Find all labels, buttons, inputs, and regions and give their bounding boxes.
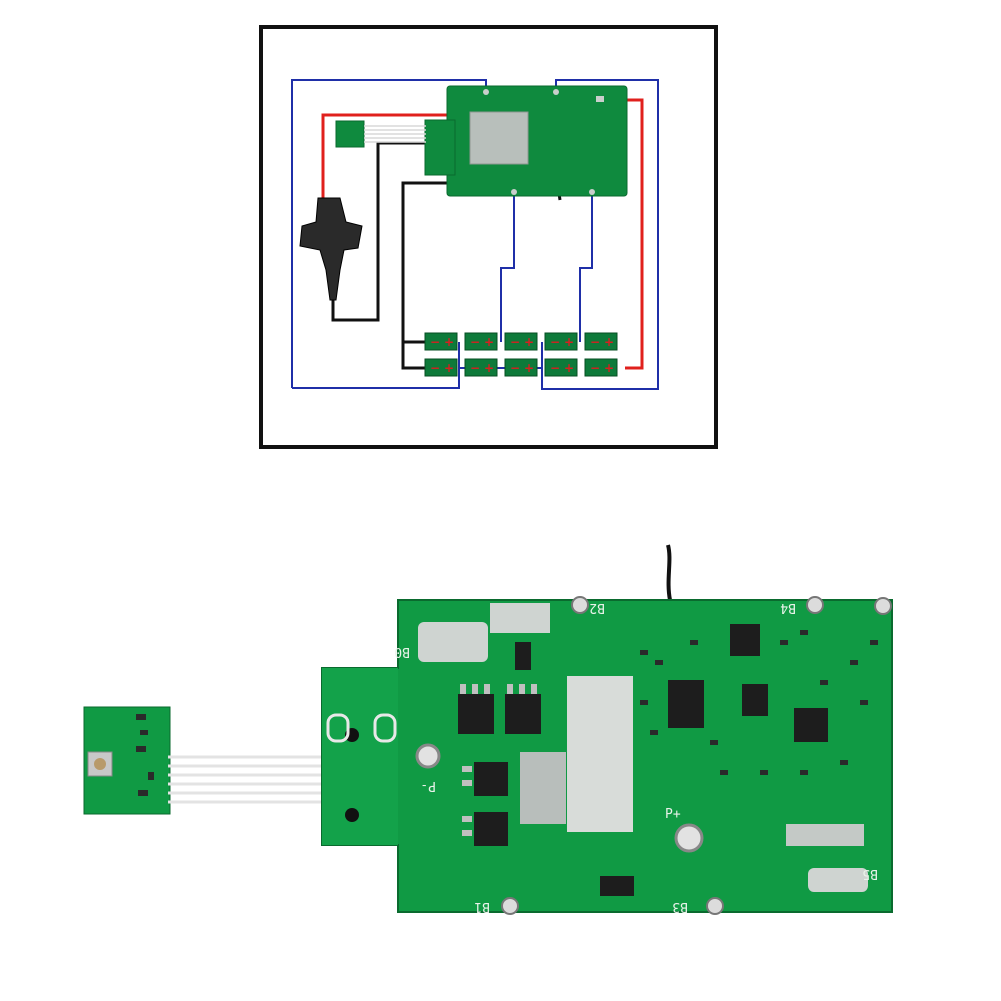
- cell-plus-sign: +: [444, 361, 454, 375]
- battery-cell-icon: −+: [584, 332, 618, 351]
- silkscreen-labels: B2 B4 B0 B1 B3 B5 P- P+: [394, 600, 878, 914]
- push-button-icon: [87, 751, 113, 777]
- main-pcb: [321, 596, 893, 915]
- diagram-bms-board: [424, 85, 628, 197]
- battery-cell-icon: −+: [424, 358, 458, 377]
- battery-cell-icon: −+: [424, 332, 458, 351]
- cell-plus-sign: +: [604, 361, 614, 375]
- cell-minus-sign: −: [590, 335, 600, 349]
- label-b2: B2: [589, 600, 605, 615]
- label-p-plus: P+: [665, 807, 681, 822]
- cell-plus-sign: +: [444, 335, 454, 349]
- cell-plus-sign: +: [484, 335, 494, 349]
- battery-cell-icon: −+: [544, 332, 578, 351]
- cell-plus-sign: +: [524, 335, 534, 349]
- cell-minus-sign: −: [510, 361, 520, 375]
- cell-plus-sign: +: [604, 335, 614, 349]
- ribbon-cable: [168, 755, 322, 804]
- battery-cell-icon: −+: [464, 332, 498, 351]
- cell-minus-sign: −: [590, 361, 600, 375]
- cell-plus-sign: +: [564, 361, 574, 375]
- cell-minus-sign: −: [550, 361, 560, 375]
- cell-minus-sign: −: [550, 335, 560, 349]
- label-b0: B0: [394, 644, 410, 659]
- cell-plus-sign: +: [564, 335, 574, 349]
- battery-cell-icon: −+: [504, 332, 538, 351]
- cell-minus-sign: −: [430, 335, 440, 349]
- cell-plus-sign: +: [524, 361, 534, 375]
- battery-cells: −+−+−+−+−+−+−+−+−+−+: [424, 332, 618, 377]
- cell-minus-sign: −: [430, 361, 440, 375]
- battery-cell-icon: −+: [544, 358, 578, 377]
- label-b3: B3: [672, 899, 688, 914]
- thermistor-wire: [666, 544, 672, 601]
- cell-minus-sign: −: [470, 335, 480, 349]
- label-b5: B5: [862, 866, 878, 881]
- wiring-diagram: −+−+−+−+−+−+−+−+−+−+: [259, 25, 718, 449]
- cell-minus-sign: −: [510, 335, 520, 349]
- label-b4: B4: [780, 600, 796, 615]
- battery-cell-icon: −+: [464, 358, 498, 377]
- cell-plus-sign: +: [484, 361, 494, 375]
- label-b1: B1: [474, 899, 490, 914]
- button-board: [83, 706, 171, 815]
- diagram-button-board: [335, 120, 426, 148]
- battery-cell-icon: −+: [584, 358, 618, 377]
- battery-cell-icon: −+: [504, 358, 538, 377]
- cell-minus-sign: −: [470, 361, 480, 375]
- label-p-minus: P-: [420, 778, 436, 793]
- battery-connector-icon: [299, 197, 363, 301]
